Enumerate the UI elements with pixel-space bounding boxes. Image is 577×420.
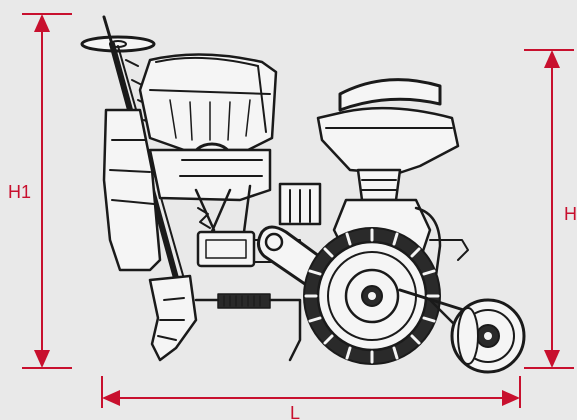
l-arrow-left-icon xyxy=(102,390,120,406)
dimension-h: H xyxy=(524,49,577,369)
dimension-l: L xyxy=(101,376,521,420)
drive-wheel-icon xyxy=(303,227,441,365)
l-label: L xyxy=(290,403,300,420)
furrow-opener-icon xyxy=(148,274,302,362)
h1-arrow-up-icon xyxy=(34,14,50,32)
l-arrow-right-icon xyxy=(502,390,520,406)
h1-label: H1 xyxy=(8,182,31,202)
h-arrow-down-icon xyxy=(544,350,560,368)
gearbox-icon xyxy=(196,230,301,268)
dimension-h1: H1 xyxy=(8,13,72,369)
main-frame-icon xyxy=(102,108,272,272)
press-wheel-icon xyxy=(398,288,526,374)
h-arrow-up-icon xyxy=(544,50,560,68)
h-label: H xyxy=(564,204,577,224)
seed-drill-planter-icon xyxy=(80,15,526,374)
h1-arrow-down-icon xyxy=(34,350,50,368)
